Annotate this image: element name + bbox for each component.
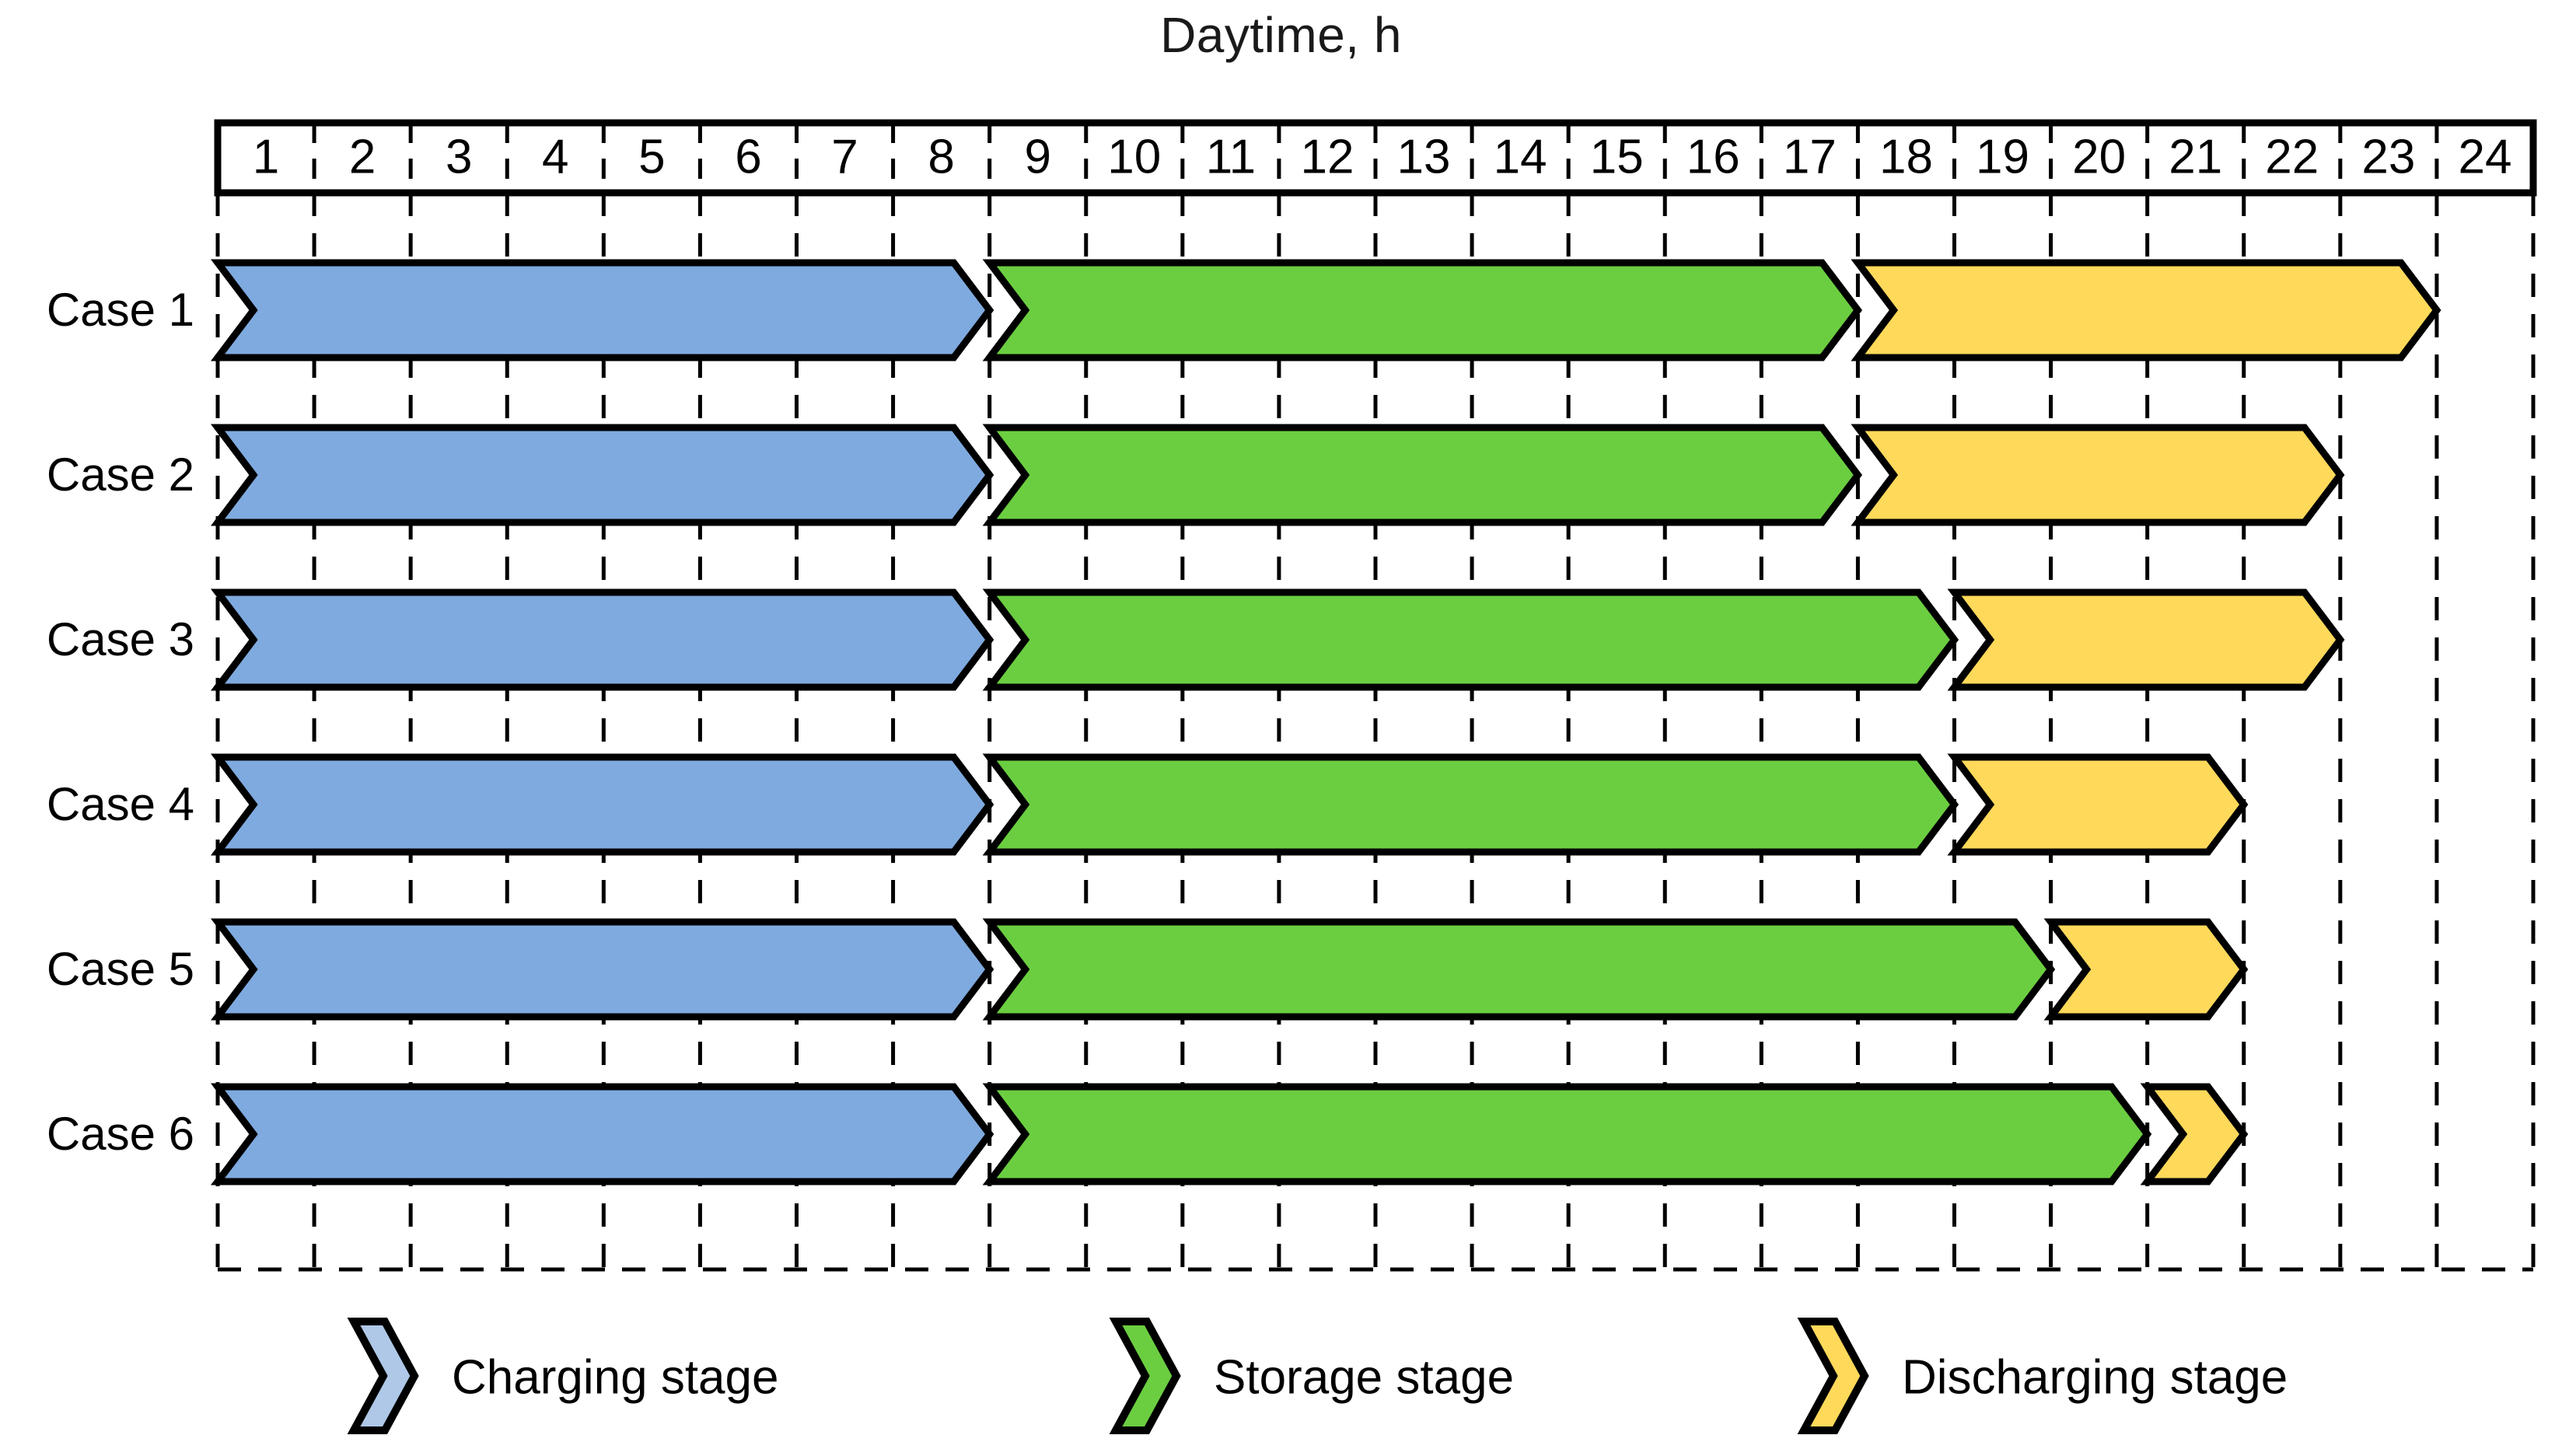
bar-discharging-stage-case-6[interactable]: [2140, 1083, 2249, 1185]
hour-label-20: 20: [2072, 130, 2126, 183]
hour-label-23: 23: [2361, 130, 2415, 183]
bar-storage-stage-case-4[interactable]: [982, 753, 1959, 856]
bar-storage-stage-case-6[interactable]: [982, 1083, 2152, 1185]
hour-label-15: 15: [1590, 130, 1644, 183]
bar-charging-stage-case-6[interactable]: [210, 1083, 994, 1185]
hour-label-16: 16: [1686, 130, 1740, 183]
hour-label-11: 11: [1206, 130, 1256, 183]
legend-layer: Charging stage Storage stage Discharging s…: [347, 1318, 2288, 1434]
bar-charging-stage-case-4[interactable]: [210, 753, 994, 856]
bar-discharging-stage-case-5[interactable]: [2043, 918, 2249, 1021]
legend-label-charging-stage: Charging stage: [452, 1350, 779, 1404]
bar-discharging-stage-case-4[interactable]: [1947, 753, 2249, 856]
hour-label-19: 19: [1976, 130, 2029, 183]
hour-label-21: 21: [2169, 130, 2222, 183]
legend-label-storage-stage: Storage stage: [1214, 1350, 1514, 1404]
hour-label-5: 5: [638, 130, 665, 183]
chart-title: Daytime, h: [1160, 7, 1402, 63]
row-labels-layer: Case 1 Case 2 Case 3 Case 4 Case 5 Case 6: [47, 284, 194, 1160]
hour-label-8: 8: [928, 130, 954, 183]
hour-label-24: 24: [2458, 130, 2511, 183]
bar-charging-stage-case-5[interactable]: [210, 918, 994, 1021]
hour-label-13: 13: [1397, 130, 1451, 183]
row-label-case-2: Case 2: [47, 449, 194, 501]
hour-label-2: 2: [349, 130, 376, 183]
bar-storage-stage-case-2[interactable]: [982, 424, 1863, 526]
hour-label-1: 1: [253, 130, 279, 183]
legend-label-discharging-stage: Discharging stage: [1902, 1350, 2288, 1404]
row-label-case-6: Case 6: [47, 1108, 194, 1160]
bar-charging-stage-case-3[interactable]: [210, 588, 994, 691]
bar-storage-stage-case-1[interactable]: [982, 259, 1863, 361]
hour-label-10: 10: [1107, 130, 1161, 183]
hour-label-7: 7: [831, 130, 858, 183]
legend-chevron-right-icon-2: [1797, 1318, 1869, 1434]
bar-discharging-stage-case-3[interactable]: [1947, 588, 2345, 691]
bar-charging-stage-case-2[interactable]: [210, 424, 994, 526]
legend-chevron-right-icon-1: [1109, 1318, 1181, 1434]
row-label-case-3: Case 3: [47, 613, 194, 665]
row-label-case-1: Case 1: [47, 284, 194, 336]
bar-storage-stage-case-5[interactable]: [982, 918, 2056, 1021]
legend-chevron-right-icon-0: [347, 1318, 419, 1434]
hour-label-17: 17: [1783, 130, 1837, 183]
row-label-case-4: Case 4: [47, 778, 194, 830]
hour-label-22: 22: [2265, 130, 2319, 183]
hour-label-9: 9: [1024, 130, 1050, 183]
bar-storage-stage-case-3[interactable]: [982, 588, 1959, 691]
bar-charging-stage-case-1[interactable]: [210, 259, 994, 361]
bars-layer: [210, 259, 2441, 1185]
hour-label-4: 4: [542, 130, 568, 183]
hour-label-14: 14: [1494, 130, 1547, 183]
hour-label-18: 18: [1879, 130, 1933, 183]
hour-label-12: 12: [1300, 130, 1354, 183]
bar-discharging-stage-case-1[interactable]: [1851, 259, 2441, 361]
row-label-case-5: Case 5: [47, 943, 194, 995]
bar-discharging-stage-case-2[interactable]: [1851, 424, 2345, 526]
hour-label-6: 6: [735, 130, 761, 183]
hour-label-3: 3: [446, 130, 472, 183]
